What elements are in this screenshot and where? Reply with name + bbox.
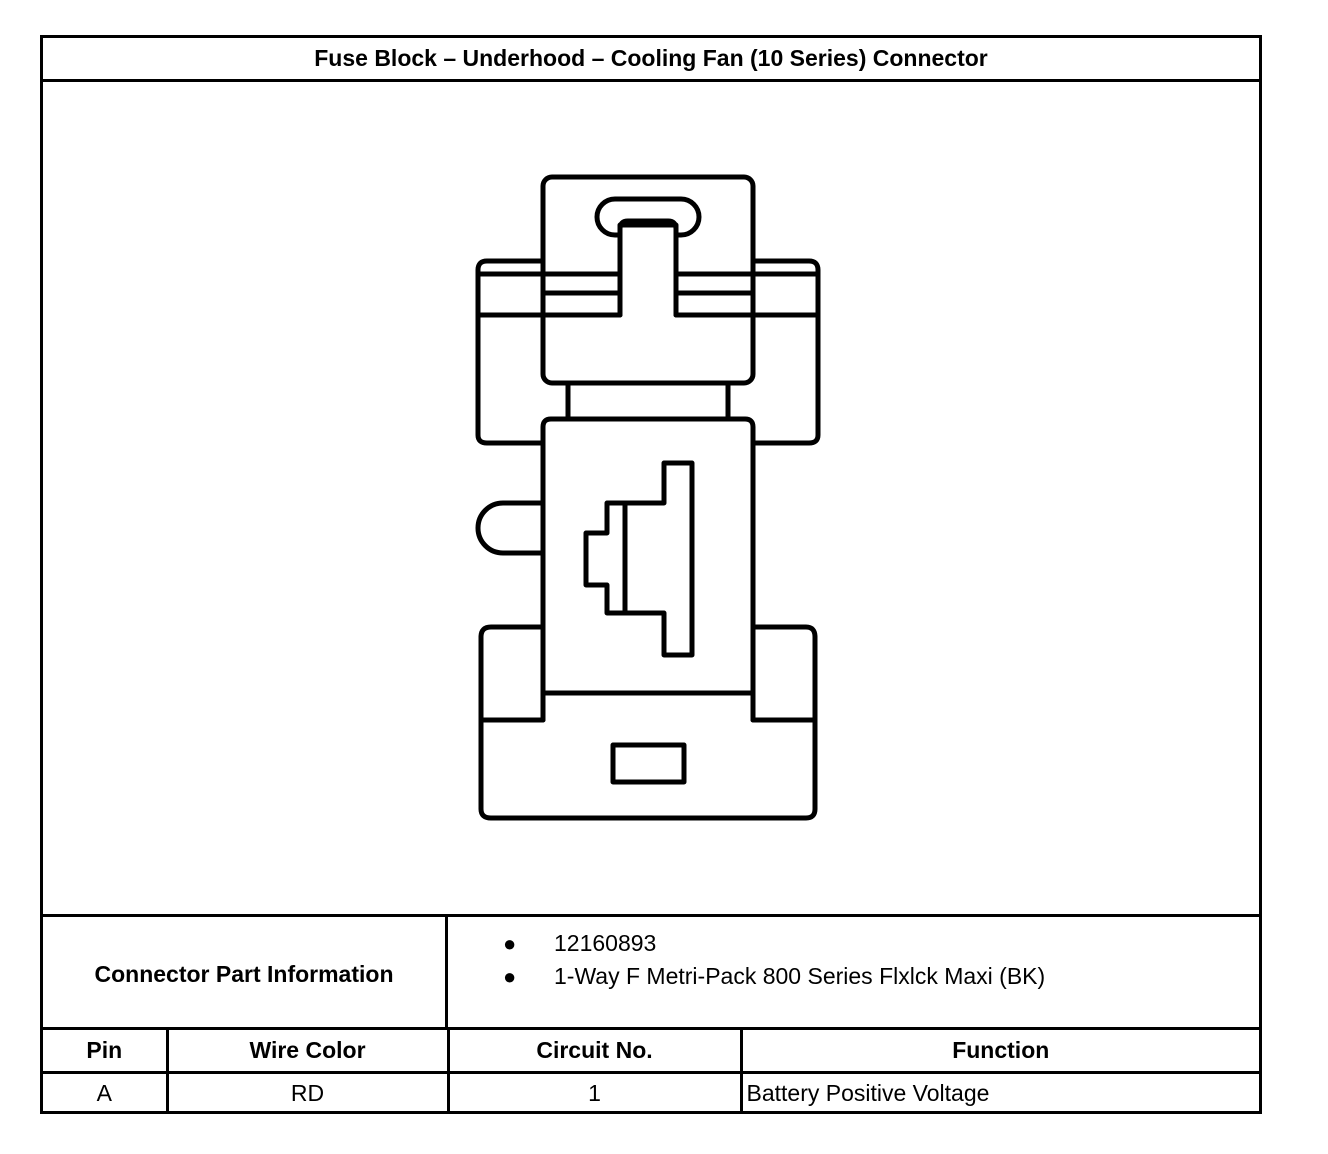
bullet-icon: ● [503,931,517,956]
bottom-slot [610,742,687,785]
connector-body [540,416,756,696]
connector-sheet: Fuse Block – Underhood – Cooling Fan (10… [40,35,1262,1114]
list-item: ● 12160893 [448,927,1259,960]
part-description: 1-Way F Metri-Pack 800 Series Flxlck Max… [554,963,1046,989]
header-function: Function [739,1030,1259,1074]
connector-part-info-row: Connector Part Information ● 12160893 ● … [43,914,1259,1030]
part-number: 12160893 [554,930,657,956]
connector-part-info-list: ● 12160893 ● 1-Way F Metri-Pack 800 Seri… [448,917,1259,1027]
header-circuit-no: Circuit No. [446,1030,743,1074]
latch-slot [594,196,702,238]
latch-housing [540,174,756,386]
table-row: A RD 1 Battery Positive Voltage [43,1070,1259,1114]
page-title: Fuse Block – Underhood – Cooling Fan (10… [43,38,1259,82]
lower-housing [478,624,818,821]
table-header-row: Pin Wire Color Circuit No. Function [43,1030,1259,1074]
cell-pin: A [43,1070,169,1114]
bullet-icon: ● [503,964,517,989]
upper-right-wing [750,258,821,446]
header-wire-color: Wire Color [165,1030,450,1074]
cell-wire-color: RD [165,1070,450,1114]
cell-circuit-no: 1 [446,1070,743,1114]
terminal-cavity [583,460,695,658]
connector-face-drawing [43,82,1259,914]
upper-left-wing [475,258,546,446]
side-nub [475,500,546,556]
header-pin: Pin [43,1030,169,1074]
connector-part-info-label: Connector Part Information [43,917,448,1027]
pin-table: Pin Wire Color Circuit No. Function A RD… [43,1030,1259,1114]
cell-function: Battery Positive Voltage [739,1070,1259,1114]
list-item: ● 1-Way F Metri-Pack 800 Series Flxlck M… [448,960,1259,993]
latch-tab [617,218,679,318]
connector-illustration [475,174,821,821]
